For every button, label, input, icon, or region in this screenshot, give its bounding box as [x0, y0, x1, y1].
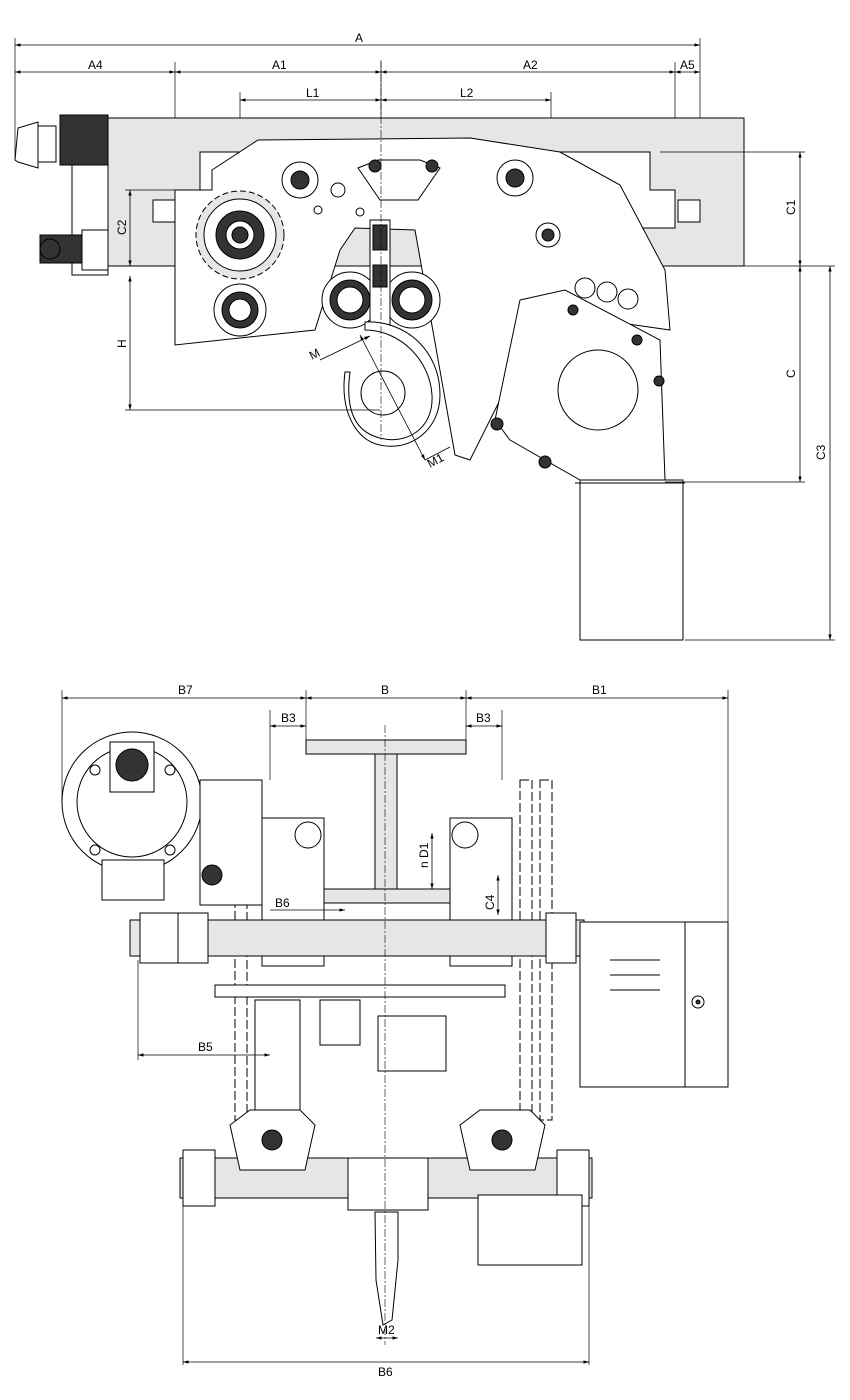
- dim-c3: C3: [814, 444, 828, 460]
- dim-b3-left: B3: [281, 711, 296, 725]
- dim-c: C: [784, 369, 798, 378]
- dim-a: A: [355, 31, 363, 45]
- hoist-motor: [490, 277, 685, 641]
- upper-bolts: [281, 159, 561, 248]
- dim-m: M: [307, 346, 322, 363]
- bottom-block: [179, 1109, 593, 1326]
- dim-m1: M1: [425, 450, 447, 470]
- dim-c1: C1: [784, 199, 798, 215]
- gland-assembly: [14, 114, 109, 276]
- dim-b3-right: B3: [476, 711, 491, 725]
- side-view: A A4 A1 A2 A5 L1 L2 C1 C C3 C2 H: [14, 31, 835, 641]
- chain-wheels: [321, 219, 441, 331]
- hoist-motor-front: [579, 921, 729, 1088]
- lower-left-nut: [213, 283, 267, 337]
- dim-h: H: [115, 339, 129, 348]
- dim-a1: A1: [272, 58, 287, 72]
- dim-b6-flange: B6: [275, 896, 290, 910]
- dim-b1: B1: [592, 683, 607, 697]
- dim-c2: C2: [115, 219, 129, 235]
- dim-a5: A5: [680, 58, 695, 72]
- dim-b7: B7: [178, 683, 193, 697]
- dim-b: B: [381, 683, 389, 697]
- front-view: B7 B B1 B3 B3 n D1 C4 B6 B5 B6 M2: [61, 683, 729, 1379]
- dim-c4: C4: [483, 894, 497, 910]
- dim-l1: L1: [306, 86, 320, 100]
- travel-motor: [61, 731, 263, 906]
- i-beam: [305, 739, 467, 904]
- dim-nd1: n D1: [417, 842, 431, 868]
- dim-l2: L2: [460, 86, 474, 100]
- dim-a4: A4: [88, 58, 103, 72]
- gear-wheel: [195, 190, 285, 280]
- dim-a2: A2: [523, 58, 538, 72]
- dim-m2: M2: [378, 1323, 395, 1337]
- main-axle: [129, 912, 585, 964]
- dim-b6-bottom: B6: [378, 1365, 393, 1379]
- dim-b5: B5: [198, 1040, 213, 1054]
